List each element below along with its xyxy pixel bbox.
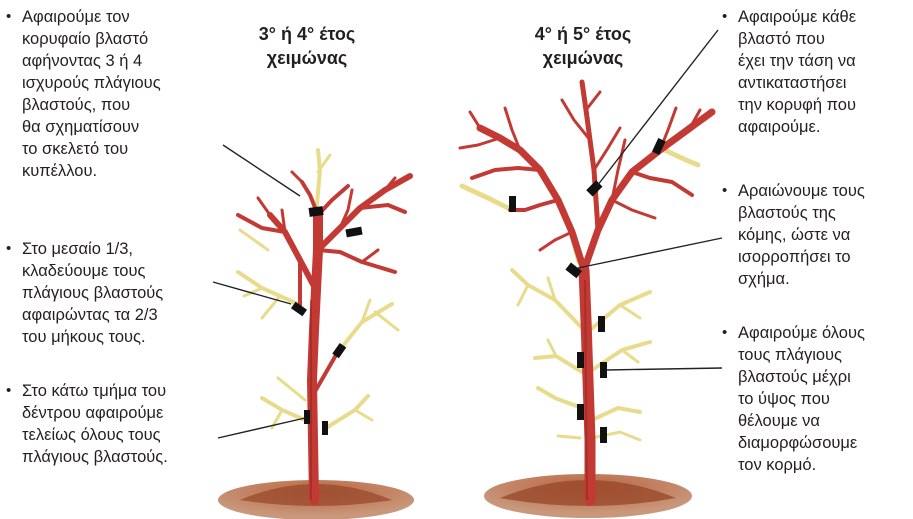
- left-tree-leader-lines: [213, 145, 305, 438]
- left-tree-kept-wood: [238, 172, 410, 500]
- right-tree: [460, 30, 722, 518]
- left-tree: [213, 145, 414, 519]
